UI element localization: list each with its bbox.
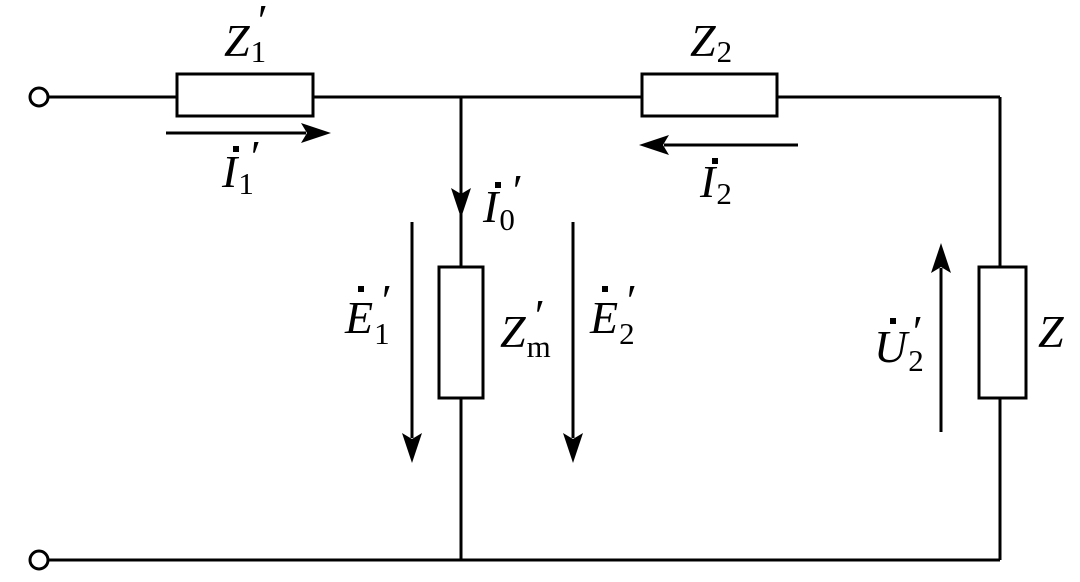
- impedance-z1-box: [175, 72, 315, 118]
- label-i1: I1 ′: [221, 131, 259, 201]
- u2-dot: [890, 318, 896, 324]
- svg-text:′: ′: [910, 306, 921, 357]
- svg-text:Zm: Zm: [500, 306, 551, 364]
- e1-dot: [358, 286, 364, 292]
- input-terminal-bottom: [28, 549, 50, 571]
- arrow-i2-head: [639, 135, 669, 155]
- svg-text:′: ′: [379, 275, 390, 326]
- svg-text:′: ′: [532, 290, 543, 341]
- svg-text:I0: I0: [482, 181, 515, 237]
- svg-text:I2: I2: [699, 156, 732, 211]
- label-i2: I2: [699, 156, 732, 211]
- svg-text:′: ′: [624, 275, 635, 326]
- e2-dot: [602, 286, 608, 292]
- svg-text:E2: E2: [589, 292, 635, 351]
- label-e1: E1 ′: [344, 275, 390, 351]
- label-u2: U2 ′: [874, 306, 924, 378]
- label-i0: I0 ′: [482, 165, 521, 237]
- arrow-e1-head: [402, 433, 422, 463]
- impedance-zm-box: [437, 265, 485, 400]
- svg-text:′: ′: [510, 165, 521, 216]
- arrow-i0-head: [451, 188, 471, 218]
- i2-dot: [712, 158, 718, 164]
- svg-text:Z1: Z1: [224, 15, 266, 69]
- impedance-z2-box: [640, 72, 779, 118]
- label-z1: Z1 ′: [224, 0, 266, 69]
- arrow-e2-head: [563, 433, 583, 463]
- input-terminal-top: [28, 86, 50, 108]
- label-zload: Z: [1038, 306, 1064, 357]
- arrow-u2-head: [931, 243, 951, 273]
- i0-dot: [495, 182, 501, 188]
- label-z2: Z2: [690, 15, 732, 69]
- svg-text:E1: E1: [344, 292, 390, 351]
- impedance-zload-box: [977, 265, 1028, 400]
- svg-text:′: ′: [255, 0, 266, 46]
- svg-text:Z: Z: [1038, 306, 1064, 357]
- arrow-i1-head: [301, 123, 331, 143]
- i1-dot: [233, 146, 239, 152]
- label-e2: E2 ′: [589, 275, 635, 351]
- label-zm: Zm ′: [500, 290, 551, 364]
- svg-text:′: ′: [248, 131, 259, 182]
- svg-text:I1: I1: [221, 146, 254, 201]
- svg-text:Z2: Z2: [690, 15, 732, 69]
- svg-text:U2: U2: [874, 321, 924, 378]
